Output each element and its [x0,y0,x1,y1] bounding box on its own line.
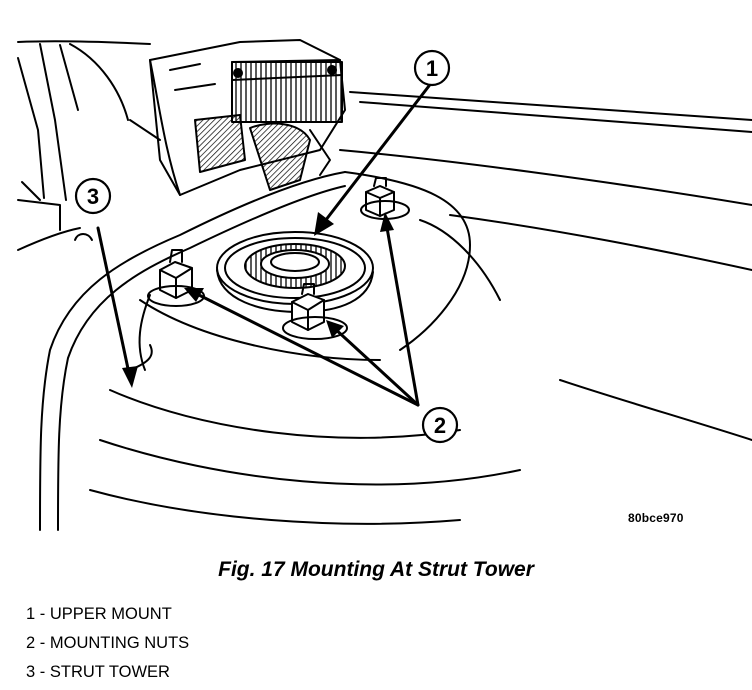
legend-item: 2 - MOUNTING NUTS [26,629,189,658]
legend-item: 1 - UPPER MOUNT [26,600,189,629]
callout-1: 1 [413,49,451,87]
line-drawing: 1 2 3 [17,39,752,531]
callout-3-number: 3 [87,184,99,209]
body-panel-lines [17,40,752,441]
callout-3: 3 [74,177,112,215]
legend-item-separator: - [35,634,50,652]
image-code: 80bce970 [628,511,684,525]
arrowheads [122,212,394,388]
legend-item-number: 3 [26,663,36,681]
legend-item-separator: - [35,663,50,681]
upper-component [149,39,346,196]
strut-tower [39,171,521,531]
callout-2: 2 [421,406,459,444]
leader-lines [96,80,434,407]
legend-item: 3 - STRUT TOWER [26,658,189,687]
mounting-nut [282,283,348,340]
legend-item-number: 2 [26,634,36,652]
callout-1-number: 1 [426,56,438,81]
callout-2-number: 2 [434,413,446,438]
strut-tower-illustration: 1 2 3 80bce970 [17,39,752,531]
legend-item-number: 1 [26,605,36,623]
figure-caption: Fig. 17 Mounting At Strut Tower [218,558,534,581]
legend-item-label: STRUT TOWER [49,663,170,681]
legend-list: 1 - UPPER MOUNT 2 - MOUNTING NUTS 3 - ST… [26,600,189,687]
legend-item-label: MOUNTING NUTS [49,634,190,652]
legend-item-separator: - [35,605,50,623]
legend-item-label: UPPER MOUNT [49,605,172,623]
